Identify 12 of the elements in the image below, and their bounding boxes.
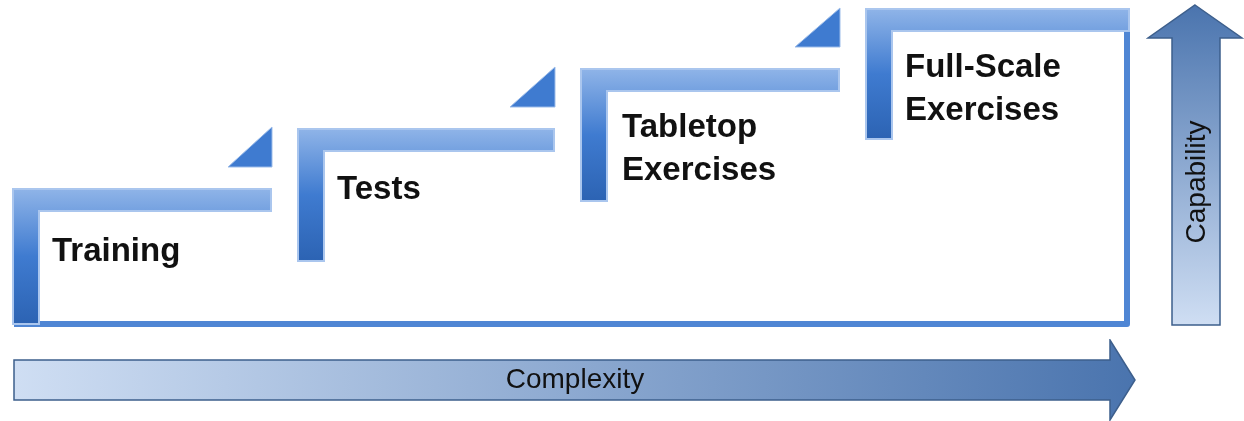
step-label: Tabletop Exercises xyxy=(622,106,778,189)
step-bracket xyxy=(580,68,840,202)
step-label: Tests xyxy=(337,168,422,208)
step-bracket xyxy=(297,128,555,262)
step-bracket xyxy=(12,188,272,325)
step-label: Training xyxy=(52,230,182,270)
step-bracket xyxy=(865,8,1130,140)
complexity-arrow xyxy=(13,339,1137,421)
step-label: Full-Scale Exercises xyxy=(905,46,1062,129)
axis-label: Complexity xyxy=(505,362,645,396)
capability-arrow xyxy=(1146,4,1244,327)
axis-label: Capability xyxy=(1179,120,1212,243)
